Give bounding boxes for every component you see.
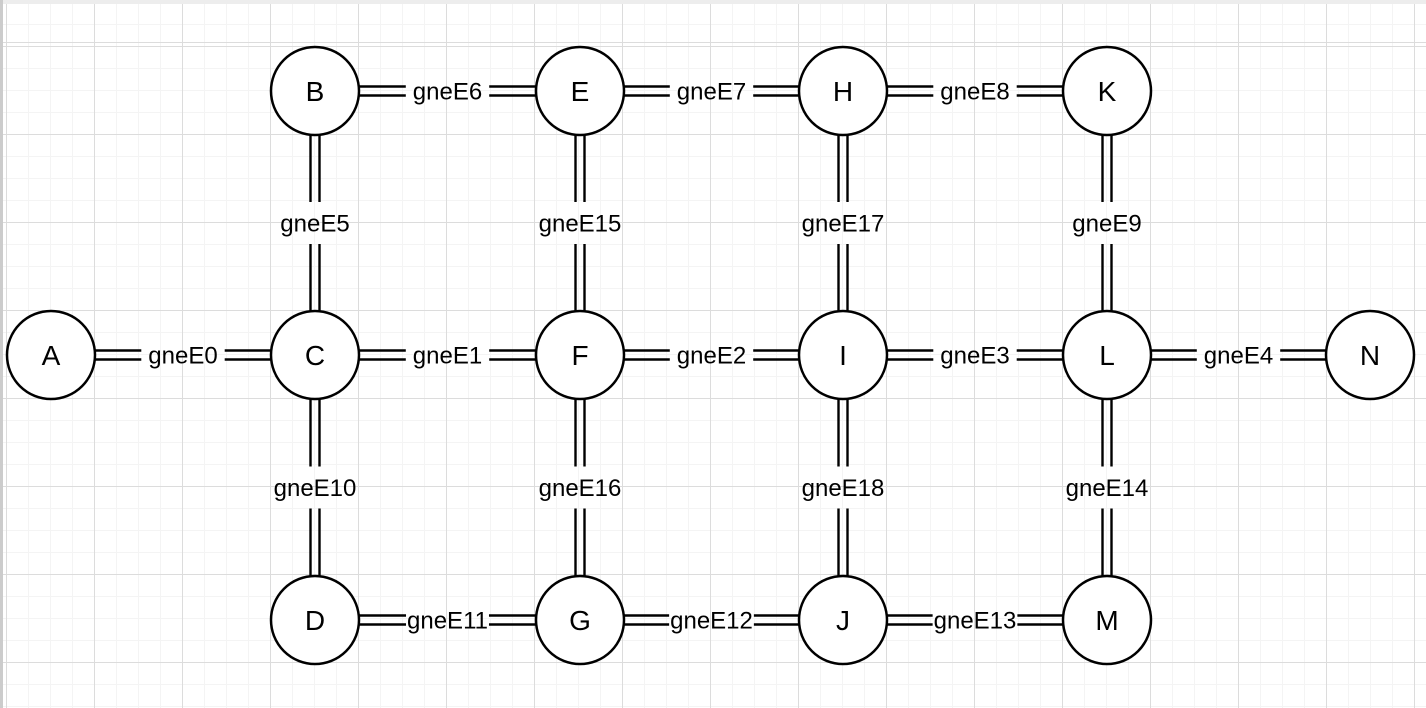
node-circle[interactable] bbox=[269, 45, 361, 137]
node-A[interactable]: A bbox=[5, 309, 97, 401]
node-K[interactable]: K bbox=[1061, 45, 1153, 137]
edge-label: gneE4 bbox=[1204, 342, 1273, 369]
node-circle[interactable] bbox=[534, 574, 626, 666]
node-label: A bbox=[42, 340, 61, 371]
node-label: D bbox=[305, 605, 325, 636]
node-circle[interactable] bbox=[1061, 574, 1153, 666]
edge-gneE0[interactable]: gneE0 bbox=[95, 342, 271, 369]
node-circle[interactable] bbox=[797, 574, 889, 666]
edge-label: gneE5 bbox=[280, 210, 349, 237]
node-label: J bbox=[836, 605, 850, 636]
node-label: I bbox=[839, 340, 847, 371]
node-circle[interactable] bbox=[534, 309, 626, 401]
edge-label: gneE12 bbox=[670, 607, 753, 634]
edge-label: gneE9 bbox=[1072, 210, 1141, 237]
edge-gneE18[interactable]: gneE18 bbox=[802, 399, 885, 576]
node-L[interactable]: L bbox=[1061, 309, 1153, 401]
node-circle[interactable] bbox=[797, 45, 889, 137]
edge-label: gneE11 bbox=[407, 607, 488, 634]
edge-gneE3[interactable]: gneE3 bbox=[887, 342, 1063, 369]
node-label: N bbox=[1360, 340, 1380, 371]
edge-gneE15[interactable]: gneE15 bbox=[539, 135, 622, 311]
node-label: C bbox=[305, 340, 325, 371]
node-circle[interactable] bbox=[269, 309, 361, 401]
edge-gneE9[interactable]: gneE9 bbox=[1072, 135, 1142, 311]
edge-gneE8[interactable]: gneE8 bbox=[887, 78, 1063, 105]
edge-gneE16[interactable]: gneE16 bbox=[539, 399, 622, 576]
node-G[interactable]: G bbox=[534, 574, 626, 666]
node-label: H bbox=[833, 76, 853, 107]
node-circle[interactable] bbox=[534, 45, 626, 137]
node-circle[interactable] bbox=[269, 574, 361, 666]
edge-gneE7[interactable]: gneE7 bbox=[624, 78, 799, 105]
window-edge-left bbox=[0, 0, 3, 708]
node-label: F bbox=[571, 340, 588, 371]
node-label: B bbox=[306, 76, 325, 107]
node-label: M bbox=[1095, 605, 1118, 636]
node-B[interactable]: B bbox=[269, 45, 361, 137]
edge-label: gneE18 bbox=[802, 475, 885, 502]
node-M[interactable]: M bbox=[1061, 574, 1153, 666]
edge-gneE12[interactable]: gneE12 bbox=[624, 607, 799, 634]
node-label: K bbox=[1098, 76, 1117, 107]
edge-gneE2[interactable]: gneE2 bbox=[624, 342, 799, 369]
edge-gneE5[interactable]: gneE5 bbox=[280, 135, 350, 311]
edge-gneE1[interactable]: gneE1 bbox=[359, 342, 536, 369]
node-circle[interactable] bbox=[1061, 45, 1153, 137]
edge-label: gneE15 bbox=[539, 210, 622, 237]
edge-label: gneE14 bbox=[1066, 475, 1149, 502]
node-label: G bbox=[569, 605, 591, 636]
edge-gneE11[interactable]: gneE11 bbox=[359, 607, 536, 634]
edge-gneE6[interactable]: gneE6 bbox=[359, 78, 536, 105]
edge-label: gneE16 bbox=[539, 475, 622, 502]
node-label: L bbox=[1099, 340, 1115, 371]
node-E[interactable]: E bbox=[534, 45, 626, 137]
node-D[interactable]: D bbox=[269, 574, 361, 666]
edge-label: gneE1 bbox=[413, 342, 482, 369]
edge-label: gneE0 bbox=[148, 342, 217, 369]
edge-label: gneE10 bbox=[274, 475, 357, 502]
node-H[interactable]: H bbox=[797, 45, 889, 137]
node-F[interactable]: F bbox=[534, 309, 626, 401]
edge-label: gneE13 bbox=[934, 607, 1017, 634]
node-C[interactable]: C bbox=[269, 309, 361, 401]
node-circle[interactable] bbox=[1324, 309, 1416, 401]
edge-label: gneE7 bbox=[677, 78, 746, 105]
node-circle[interactable] bbox=[1061, 309, 1153, 401]
edge-label: gneE8 bbox=[940, 78, 1009, 105]
node-label: E bbox=[571, 76, 590, 107]
edge-gneE13[interactable]: gneE13 bbox=[887, 607, 1063, 634]
edge-label: gneE3 bbox=[940, 342, 1009, 369]
node-J[interactable]: J bbox=[797, 574, 889, 666]
edge-gneE14[interactable]: gneE14 bbox=[1066, 399, 1149, 576]
node-I[interactable]: I bbox=[797, 309, 889, 401]
node-circle[interactable] bbox=[797, 309, 889, 401]
edge-label: gneE2 bbox=[677, 342, 746, 369]
edge-label: gneE17 bbox=[802, 210, 885, 237]
node-circle[interactable] bbox=[5, 309, 97, 401]
edge-gneE17[interactable]: gneE17 bbox=[802, 135, 885, 311]
window-edge-top bbox=[0, 0, 1426, 4]
edge-gneE4[interactable]: gneE4 bbox=[1151, 342, 1326, 369]
node-N[interactable]: N bbox=[1324, 309, 1416, 401]
edge-label: gneE6 bbox=[413, 78, 482, 105]
edge-gneE10[interactable]: gneE10 bbox=[274, 399, 357, 576]
